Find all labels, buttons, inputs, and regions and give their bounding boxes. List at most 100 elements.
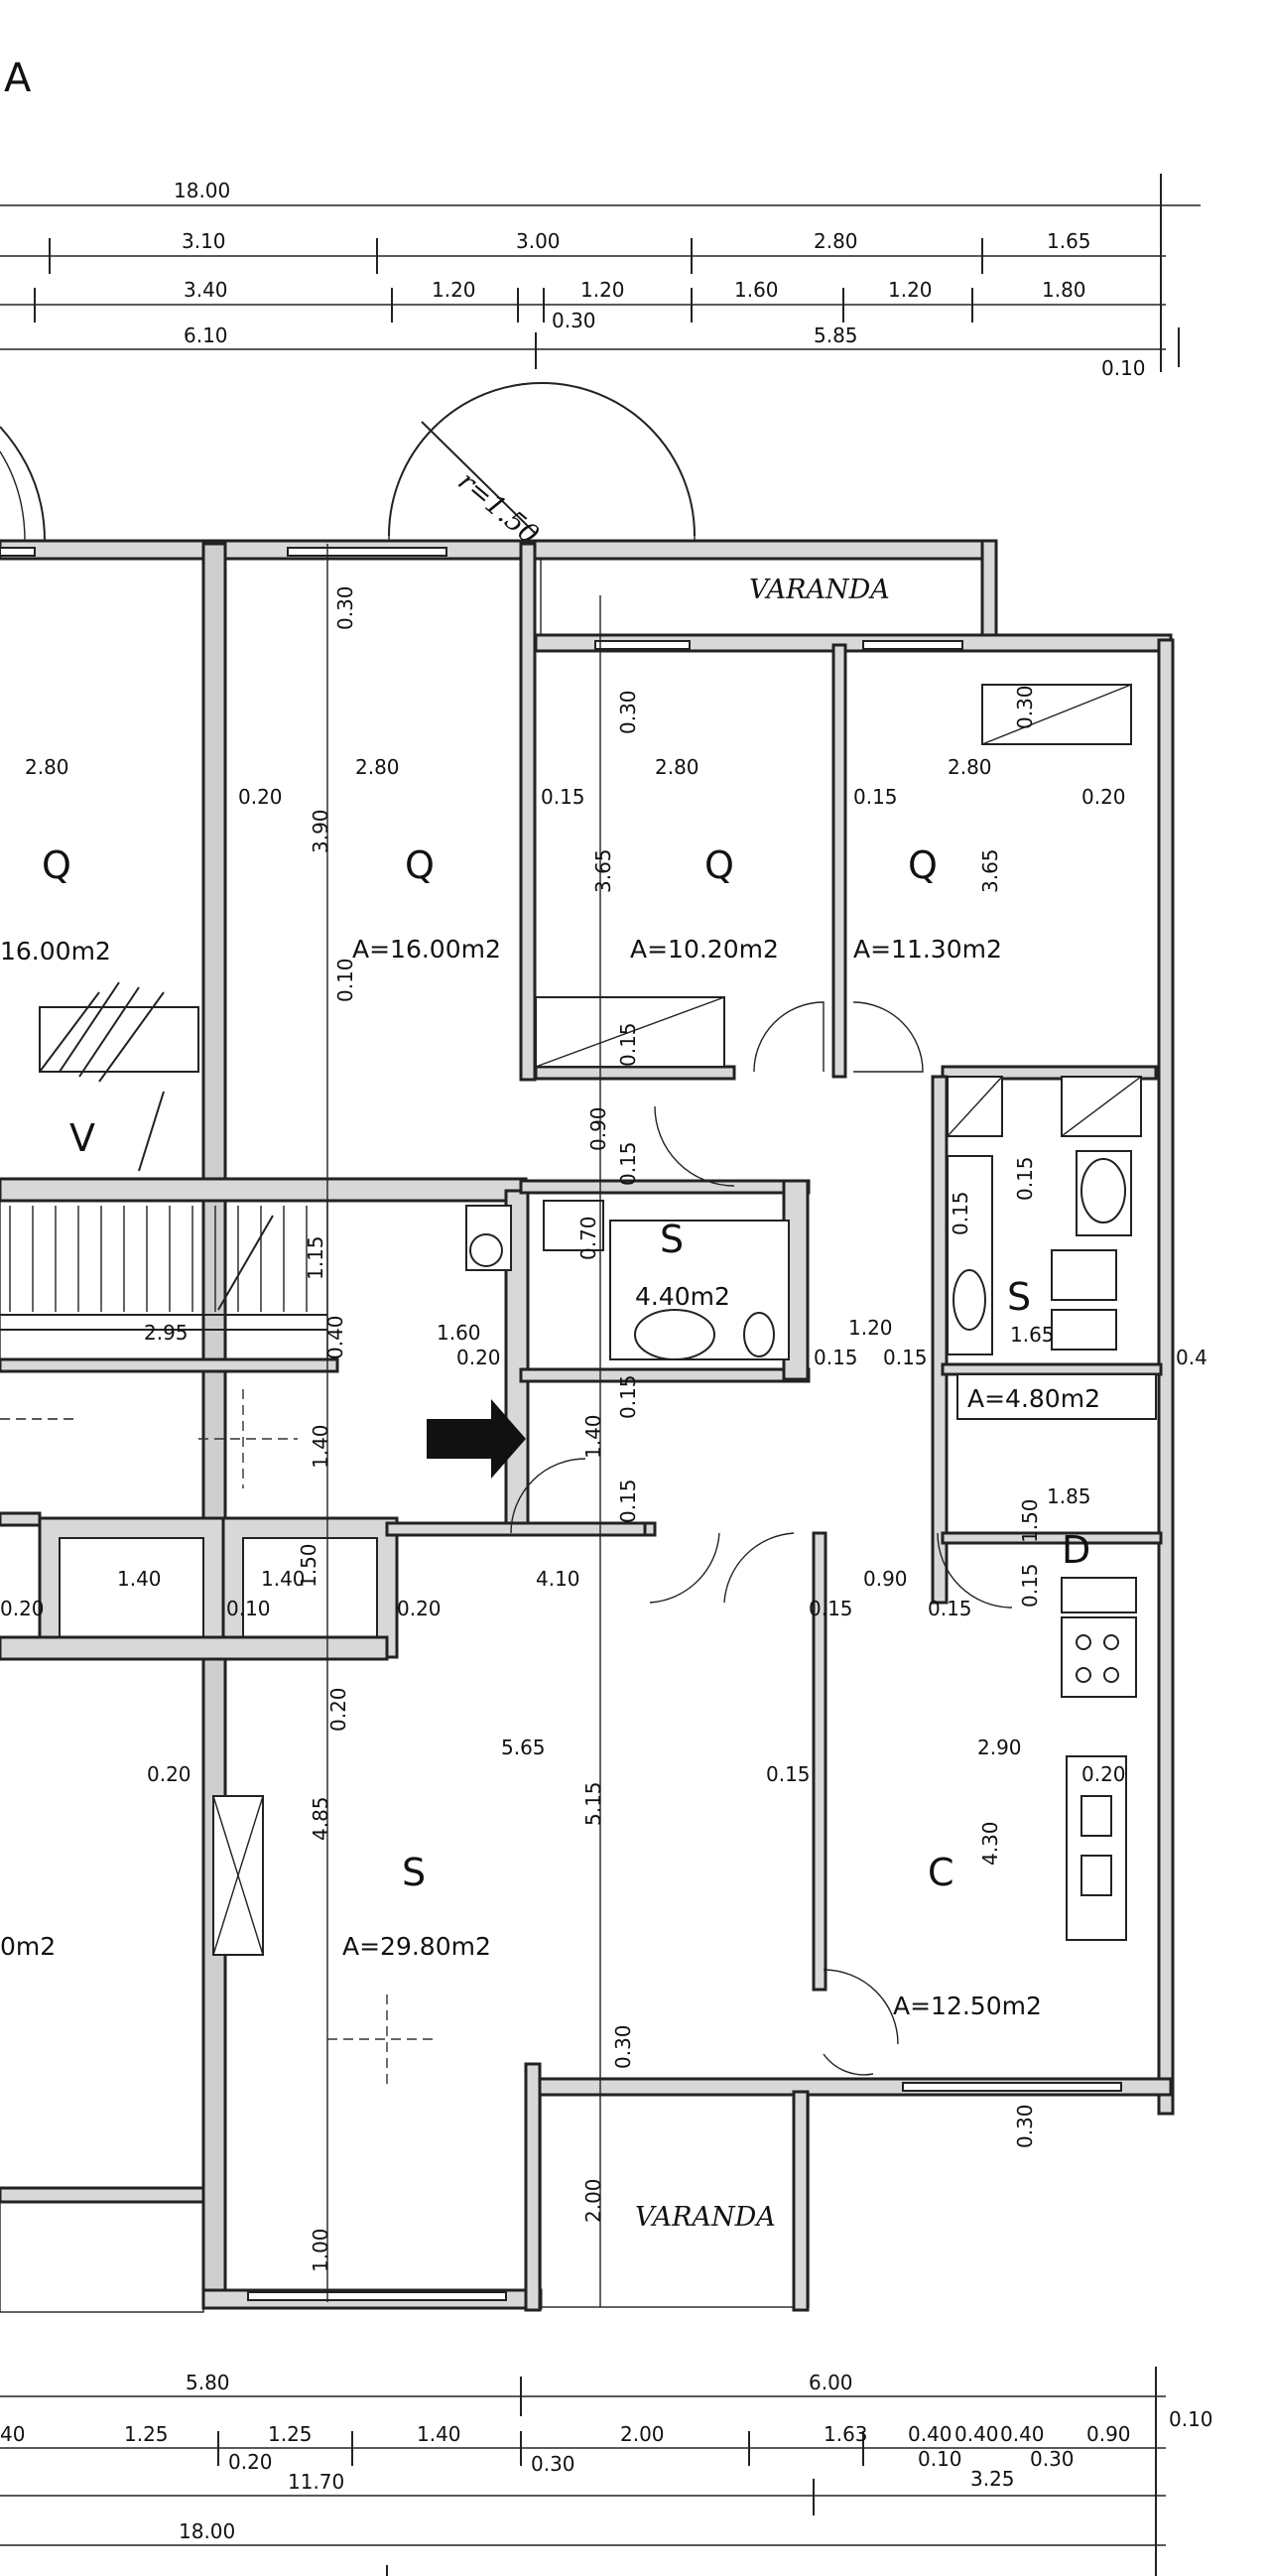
room-area-living: A=29.80m2 [342, 1932, 491, 1961]
doors [510, 1001, 1013, 2076]
bot-dim-0-20: 0.20 [228, 2450, 273, 2474]
room-label-kitchen: C [928, 1851, 954, 1894]
dim-58: 0.30 [611, 2024, 635, 2069]
dim-19: 0.15 [1013, 1156, 1037, 1201]
bottom-balcony-label: VARANDA [635, 2202, 776, 2233]
dim-25: 1.60 [437, 1321, 481, 1345]
dim-21: 1.15 [304, 1235, 327, 1280]
dim-12: 0.30 [333, 585, 357, 630]
dim-17: 0.90 [586, 1106, 610, 1151]
bot-dim-3-25: 3.25 [970, 2467, 1015, 2491]
dim-38: 0.15 [1018, 1563, 1042, 1608]
dim-4: 0.15 [541, 785, 585, 809]
room-label-bedroom-3: Q [704, 843, 734, 887]
top-dim-3-40: 3.40 [184, 278, 228, 302]
dim-8: 0.20 [1081, 785, 1126, 809]
dim-31: 0.4 [1176, 1346, 1207, 1369]
bot-dim-1-63: 1.63 [824, 2422, 868, 2446]
dim-44: 0.20 [397, 1597, 442, 1620]
room-label-bath-1: S [660, 1218, 684, 1261]
annotation-marks [0, 544, 601, 2307]
dim-60: 1.00 [309, 2228, 332, 2272]
dim-10: 3.65 [591, 848, 615, 893]
top-dim-1-20c: 1.20 [888, 278, 933, 302]
bot-dim-5-80: 5.80 [186, 2371, 230, 2394]
top-dim-2-80: 2.80 [814, 229, 858, 253]
window-marks [0, 547, 1122, 2301]
dim-52: 0.15 [766, 1762, 811, 1786]
top-balcony: r=1.50 VARANDA [388, 382, 988, 646]
fixtures [39, 684, 1142, 1956]
dim-61: 0.30 [1013, 2104, 1037, 2148]
dim-13: 0.30 [616, 690, 640, 734]
top-dim-1-80: 1.80 [1042, 278, 1086, 302]
bot-dim-6-00: 6.00 [809, 2371, 853, 2394]
room-label-v: V [69, 1116, 95, 1160]
bot-dim-0-30b: 0.30 [1030, 2447, 1075, 2471]
bot-dim-0-10b: 0.10 [918, 2447, 962, 2471]
bot-dim-0-90: 0.90 [1086, 2422, 1131, 2446]
room-area-left-lower: 0m2 [0, 1932, 56, 1961]
dim-59: 2.00 [581, 2178, 605, 2223]
top-dim-1-65: 1.65 [1047, 229, 1091, 253]
room-area-bath-2: A=4.80m2 [967, 1384, 1100, 1413]
dim-53: 2.90 [977, 1736, 1022, 1759]
dim-32: 1.40 [309, 1424, 332, 1469]
dim-2: 0.20 [238, 785, 283, 809]
top-dim-1-60: 1.60 [734, 278, 779, 302]
dim-40: 1.40 [261, 1567, 306, 1591]
room-label-bedroom-2: Q [405, 843, 435, 887]
plan-title: A [4, 56, 32, 101]
dim-57: 4.30 [978, 1821, 1002, 1866]
dim-35: 0.15 [616, 1479, 640, 1523]
bot-dim-1-25b: 1.25 [268, 2422, 313, 2446]
dim-22: 0.70 [576, 1216, 600, 1260]
top-dim-0-30: 0.30 [552, 309, 596, 332]
top-dim-1-20b: 1.20 [580, 278, 625, 302]
dim-34: 0.15 [616, 1374, 640, 1419]
bot-dim-2-00: 2.00 [620, 2422, 665, 2446]
dim-18: 0.15 [616, 1141, 640, 1186]
dim-48: 0.15 [928, 1597, 972, 1620]
top-dim-18: 18.00 [174, 179, 230, 202]
dim-24: 2.95 [144, 1321, 189, 1345]
dim-11: 3.65 [978, 848, 1002, 893]
top-balcony-label: VARANDA [749, 575, 890, 605]
dim-14: 0.30 [1013, 685, 1037, 729]
bot-dim-18: 18.00 [179, 2519, 235, 2543]
top-dim-0-10: 0.10 [1101, 356, 1146, 380]
dim-39: 1.40 [117, 1567, 162, 1591]
bottom-dimensions: 5.80 6.00 0.10 40 1.25 1.25 1.40 2.00 1.… [0, 2367, 1213, 2576]
bot-dim-0-40b: 0.40 [954, 2422, 999, 2446]
bot-dim-1-40: 1.40 [417, 2422, 461, 2446]
interior-dimensions: 2.80 0.20 2.80 0.15 2.80 0.15 2.80 0.20 … [0, 585, 1207, 2272]
room-label-bedroom-4: Q [908, 843, 938, 887]
dim-45: 4.10 [536, 1567, 580, 1591]
dim-54: 0.20 [1081, 1762, 1126, 1786]
room-area-bedroom-1: 16.00m2 [0, 937, 111, 966]
balcony-radius-note: r=1.50 [452, 466, 545, 551]
dim-42: 0.10 [226, 1597, 271, 1620]
top-dim-6-10: 6.10 [184, 323, 228, 347]
room-label-bath-2: S [1007, 1275, 1031, 1319]
dim-5: 2.80 [655, 755, 699, 779]
dim-55: 4.85 [309, 1796, 332, 1841]
bot-dim-0-40c: 0.40 [1000, 2422, 1045, 2446]
room-area-bath-1: 4.40m2 [635, 1282, 730, 1311]
dim-33: 1.40 [581, 1414, 605, 1459]
room-label-bedroom-1: Q [42, 843, 71, 887]
top-dimensions: 18.00 3.10 3.00 2.80 1.65 3.40 1.20 1.20… [0, 174, 1201, 380]
dim-29: 0.15 [883, 1346, 928, 1369]
dim-47: 0.90 [863, 1567, 908, 1591]
dim-28: 0.15 [814, 1346, 858, 1369]
dim-15: 0.10 [333, 958, 357, 1002]
dim-30: 1.65 [1010, 1323, 1055, 1347]
dim-26: 0.20 [456, 1346, 501, 1369]
bot-dim-0-10: 0.10 [1169, 2407, 1213, 2431]
bot-dim-11-70: 11.70 [288, 2470, 344, 2494]
dim-56: 5.15 [581, 1781, 605, 1826]
room-label-living: S [402, 1851, 426, 1894]
dim-51: 5.65 [501, 1736, 546, 1759]
room-area-bedroom-3: A=10.20m2 [630, 935, 779, 964]
